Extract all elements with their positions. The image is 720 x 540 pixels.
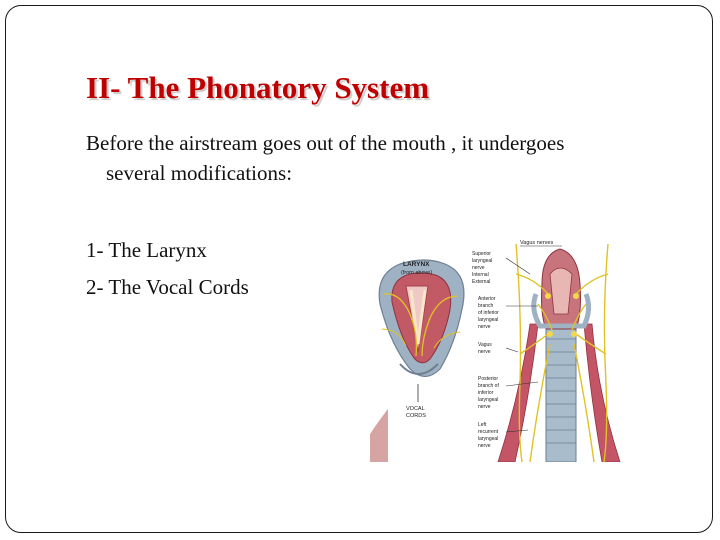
svg-text:nerve: nerve xyxy=(478,443,491,449)
list-item-larynx: 1- The Larynx xyxy=(86,238,207,262)
slide-frame: II- The Phonatory System Before the airs… xyxy=(5,5,713,533)
larynx-subtitle-label: (from above) xyxy=(401,270,432,276)
topic-list: 1- The Larynx 2- The Vocal Cords xyxy=(86,232,249,306)
svg-text:laryngeal: laryngeal xyxy=(478,436,498,442)
vocal-cords-label-1: VOCAL xyxy=(406,406,425,412)
larynx-posterior-view xyxy=(497,243,621,462)
svg-text:Anterior: Anterior xyxy=(478,296,496,302)
larynx-anatomy-figure: LARYNX (from above) VOCAL CORDS xyxy=(370,234,640,462)
intro-paragraph: Before the airstream goes out of the mou… xyxy=(86,128,696,188)
svg-text:laryngeal: laryngeal xyxy=(472,258,492,264)
intro-line-1: Before the airstream goes out of the mou… xyxy=(86,131,565,155)
label-leaders xyxy=(505,245,562,433)
svg-text:nerve: nerve xyxy=(478,324,491,330)
svg-text:recurrent: recurrent xyxy=(478,429,499,435)
svg-text:Superior: Superior xyxy=(472,251,491,257)
svg-text:laryngeal: laryngeal xyxy=(478,317,498,323)
svg-text:nerve: nerve xyxy=(472,265,485,271)
svg-text:branch of: branch of xyxy=(478,383,499,389)
svg-text:Vagus: Vagus xyxy=(478,342,492,348)
larynx-top-view xyxy=(378,259,465,402)
neck-tissue-left xyxy=(370,409,388,462)
vagus-nerve-label: Vagus nerve xyxy=(478,342,492,355)
svg-text:Internal: Internal xyxy=(472,272,489,278)
svg-text:of inferior: of inferior xyxy=(478,310,499,316)
svg-text:nerve: nerve xyxy=(478,404,491,410)
superior-laryngeal-nerve-label: Superior laryngeal nerve Internal Extern… xyxy=(472,251,492,285)
left-recurrent-nerve-label: Left recurrent laryngeal nerve xyxy=(478,422,499,449)
vocal-cords-label-2: CORDS xyxy=(406,413,426,419)
posterior-branch-label: Posterior branch of inferior laryngeal n… xyxy=(478,376,499,410)
svg-text:inferior: inferior xyxy=(478,390,494,396)
intro-line-2: several modifications: xyxy=(106,161,293,185)
svg-text:Left: Left xyxy=(478,422,487,428)
svg-text:branch: branch xyxy=(478,303,494,309)
vagus-nerves-label: Vagus nerves xyxy=(520,240,553,246)
svg-text:Posterior: Posterior xyxy=(478,376,498,382)
trachea-rings xyxy=(546,338,576,444)
slide-title: II- The Phonatory System xyxy=(86,70,430,105)
larynx-anatomy-illustration: LARYNX (from above) VOCAL CORDS xyxy=(370,240,621,462)
nerve-branch-nodes xyxy=(545,293,579,337)
svg-text:External: External xyxy=(472,279,490,285)
svg-text:laryngeal: laryngeal xyxy=(478,397,498,403)
larynx-title-label: LARYNX xyxy=(403,261,430,268)
list-item-vocal-cords: 2- The Vocal Cords xyxy=(86,275,249,299)
anterior-branch-label: Anterior branch of inferior laryngeal ne… xyxy=(478,296,499,330)
nerve-paths xyxy=(515,243,609,462)
svg-text:nerve: nerve xyxy=(478,349,491,355)
